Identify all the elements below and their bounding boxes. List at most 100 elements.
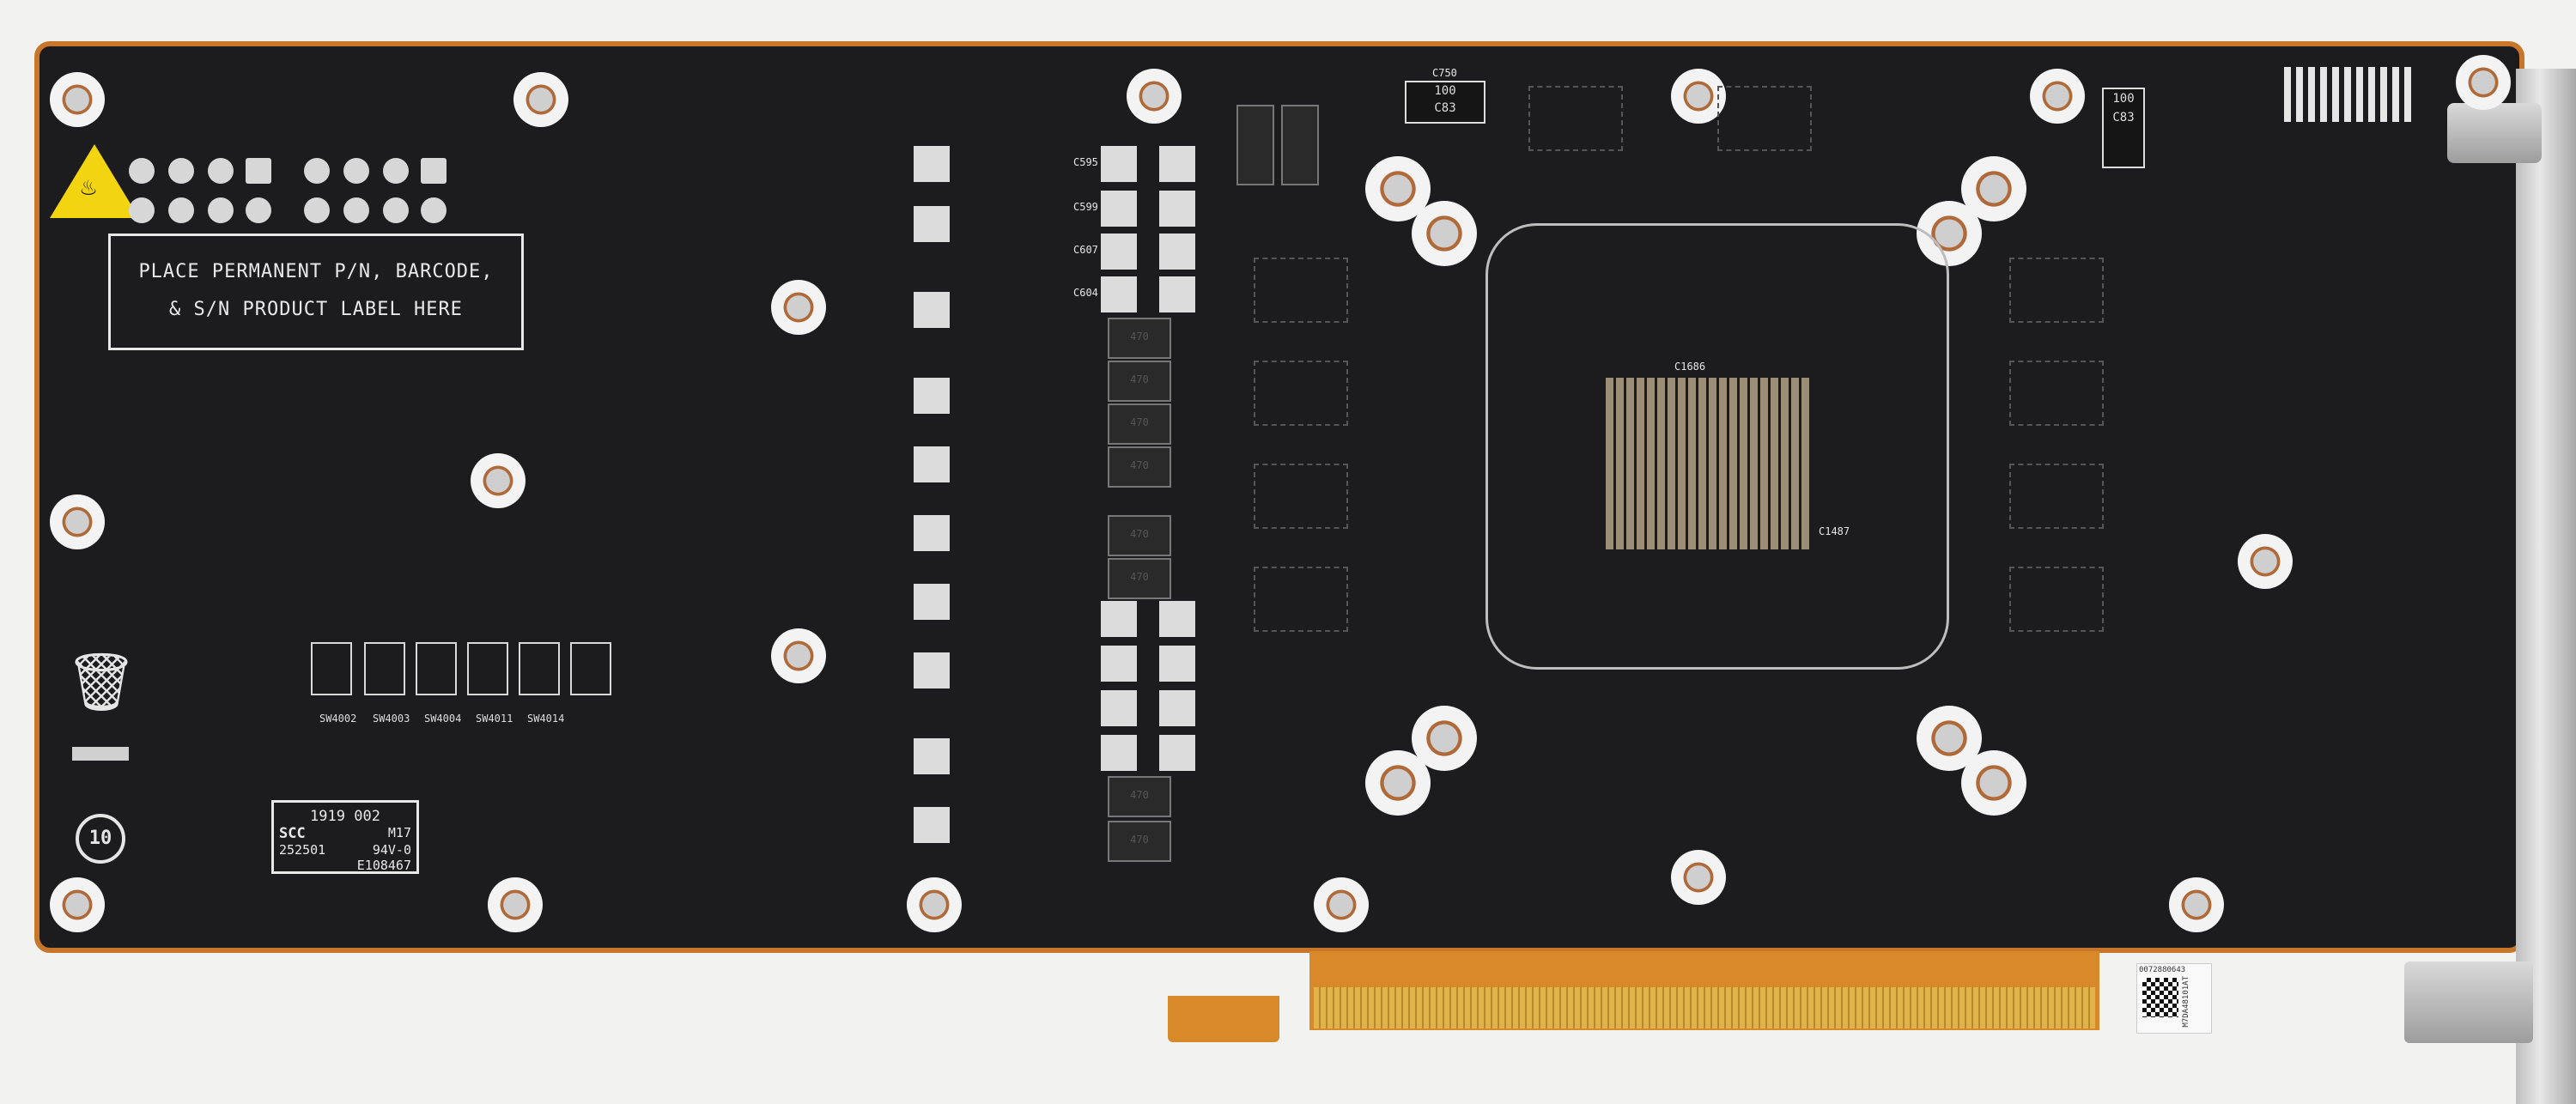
cap-code: C83 <box>2112 111 2135 124</box>
power-pin <box>343 158 369 184</box>
polymer-capacitor-c750: 100 C83 <box>1405 81 1485 124</box>
mount-hole <box>907 877 962 932</box>
silk-label: SW4014 <box>527 713 565 725</box>
mount-hole <box>771 628 826 683</box>
mount-hole <box>2169 877 2224 932</box>
memory-footprint <box>2009 567 2104 632</box>
tantalum-capacitor: 470 <box>1108 821 1171 862</box>
heat-waves-icon: ♨ <box>81 172 97 202</box>
gpu-decoupling-array <box>1606 378 1812 549</box>
bracket-top-tab <box>2447 103 2542 163</box>
gpu-keepout-outline <box>1485 223 1949 670</box>
power-pin <box>421 158 447 184</box>
power-pin <box>246 197 271 223</box>
power-pin <box>129 197 155 223</box>
mosfet-footprint <box>467 642 508 695</box>
smd-capacitor <box>1101 276 1137 312</box>
mosfet-footprint <box>311 642 352 695</box>
memory-footprint <box>1254 567 1348 632</box>
gpu-retention-hole <box>1412 201 1477 266</box>
smd-capacitor <box>1159 191 1195 227</box>
smd-capacitor <box>1101 146 1137 182</box>
memory-footprint <box>1254 361 1348 426</box>
smd-capacitor <box>914 446 950 482</box>
smd-capacitor <box>914 738 950 774</box>
power-pin <box>304 197 330 223</box>
silk-label: C599 <box>1073 201 1098 213</box>
datamatrix-code <box>2142 978 2178 1017</box>
gpu-retention-hole <box>1365 750 1431 816</box>
connector-j4100 <box>2284 67 2413 122</box>
label-line-2: & S/N PRODUCT LABEL HERE <box>169 299 463 320</box>
io-bracket <box>2516 69 2576 1104</box>
power-pin <box>421 197 447 223</box>
smd-capacitor <box>1159 146 1195 182</box>
silk-label: C607 <box>1073 244 1098 256</box>
tantalum-capacitor: 470 <box>1108 515 1171 556</box>
memory-footprint <box>1254 258 1348 323</box>
pcb-board <box>34 41 2524 953</box>
gpu-retention-hole <box>1412 706 1477 771</box>
smd-capacitor <box>914 652 950 688</box>
mount-hole <box>2456 55 2511 110</box>
smd-capacitor <box>914 292 950 328</box>
inductor-capacitor <box>1236 105 1274 185</box>
mount-hole <box>1127 69 1182 124</box>
power-pin <box>383 158 409 184</box>
smd-capacitor <box>914 146 950 182</box>
serial-barcode-sticker: 0072880643 M7DA48101AT <box>2136 963 2212 1034</box>
memory-footprint <box>1528 86 1623 151</box>
label-line-1: PLACE PERMANENT P/N, BARCODE, <box>138 261 494 282</box>
memory-footprint <box>2009 258 2104 323</box>
memory-footprint <box>2009 464 2104 529</box>
silk-label: SW4004 <box>424 713 462 725</box>
mount-hole <box>1671 69 1726 124</box>
smd-capacitor <box>914 515 950 551</box>
bracket-bottom-tab <box>2404 961 2533 1043</box>
power-pin <box>246 158 271 184</box>
smd-capacitor <box>1159 234 1195 270</box>
memory-footprint <box>1717 86 1812 151</box>
power-pin <box>168 158 194 184</box>
power-pin <box>208 197 234 223</box>
pcie-key-tab <box>1168 996 1279 1042</box>
smd-capacitor <box>1159 276 1195 312</box>
smd-capacitor <box>1101 191 1137 227</box>
inductor-capacitor <box>1281 105 1319 185</box>
mosfet-footprint <box>519 642 560 695</box>
tantalum-capacitor: 470 <box>1108 446 1171 488</box>
scc-number: 252501 <box>279 842 326 858</box>
smd-capacitor <box>1159 690 1195 726</box>
tantalum-capacitor: 470 <box>1108 558 1171 599</box>
cap-code: C83 <box>1434 101 1456 115</box>
smd-capacitor <box>1101 601 1137 637</box>
smd-capacitor <box>914 584 950 620</box>
serial-number: 0072880643 <box>2139 966 2186 974</box>
silk-label: SW4002 <box>319 713 357 725</box>
smd-capacitor <box>1101 690 1137 726</box>
silk-label: SW4011 <box>476 713 513 725</box>
product-label-area: PLACE PERMANENT P/N, BARCODE, & S/N PROD… <box>108 234 524 350</box>
mount-hole <box>1314 877 1369 932</box>
mount-hole <box>2238 534 2293 589</box>
silk-label: C604 <box>1073 287 1098 299</box>
tantalum-capacitor: 470 <box>1108 403 1171 445</box>
smd-capacitor <box>1159 646 1195 682</box>
silk-label: C750 <box>1432 67 1457 79</box>
smd-capacitor <box>1101 234 1137 270</box>
date-code: 1919 002 <box>310 808 380 825</box>
smd-capacitor <box>914 378 950 414</box>
silk-label: C1487 <box>1819 525 1850 537</box>
ul-file-number: E108467 <box>356 858 411 873</box>
power-pin <box>129 158 155 184</box>
mount-hole <box>50 72 105 127</box>
memory-footprint <box>2009 361 2104 426</box>
power-pin <box>208 158 234 184</box>
mount-hole <box>1671 850 1726 905</box>
silk-label: C1686 <box>1674 361 1706 373</box>
ul-code: M17 <box>387 825 411 840</box>
polymer-capacitor-c729: 100 C83 <box>2102 88 2145 168</box>
cap-value: 100 <box>2112 92 2135 106</box>
power-pin <box>383 197 409 223</box>
